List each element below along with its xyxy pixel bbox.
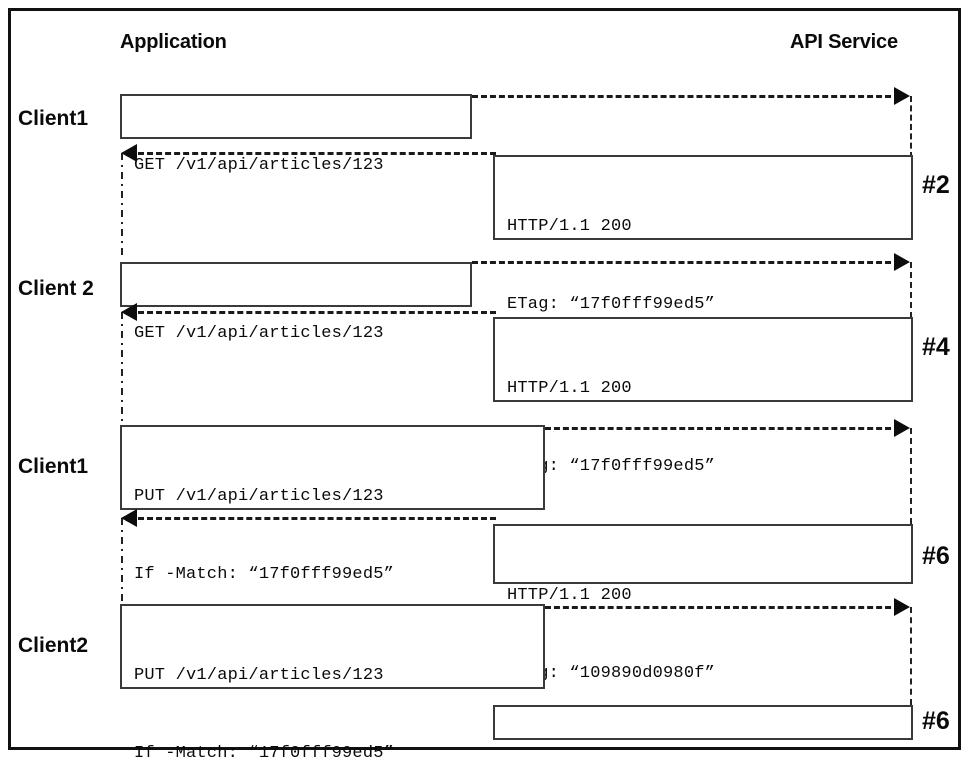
request-arrow-head-3 (894, 419, 910, 437)
lifeline-application-segment-1 (121, 153, 123, 260)
actor-label-client1-row1: Client1 (18, 107, 89, 130)
actor-label-client2-row2: Client 2 (18, 277, 94, 300)
lifeline-api-service-segment-4 (910, 607, 912, 705)
response-line: HTTP/1.1 200 (507, 217, 632, 236)
actor-label-client1-row3: Client1 (18, 455, 89, 478)
step-number-badge-2: #4 (922, 333, 950, 361)
step-number-badge-4: #6 (922, 707, 950, 735)
request-box-1: GET /v1/api/articles/123 (120, 94, 472, 175)
lifeline-api-service-segment-2 (910, 262, 912, 318)
response-arrow-line-2 (138, 311, 496, 314)
response-box-2: HTTP/1.1 200 ETag: “17f0fff99ed5” {“titl… (493, 317, 913, 554)
step-number-badge-1: #2 (922, 171, 950, 199)
response-line: ETag: “17f0fff99ed5” (507, 457, 716, 476)
request-line: PUT /v1/api/articles/123 (134, 666, 384, 685)
request-box-2: GET /v1/api/articles/123 (120, 262, 472, 343)
request-line: If -Match: “17f0fff99ed5” (134, 565, 395, 584)
request-line: PUT /v1/api/articles/123 (134, 487, 384, 506)
response-arrow-head-1 (121, 144, 137, 162)
response-arrow-line-3 (138, 517, 496, 520)
request-arrow-line-3 (545, 427, 900, 430)
response-line: HTTP/1.1 200 (507, 586, 632, 605)
request-arrow-line-1 (472, 95, 900, 98)
lifeline-api-service-segment-1 (910, 96, 912, 158)
request-box-3: PUT /v1/api/articles/123 If -Match: “17f… (120, 425, 545, 662)
request-arrow-head-2 (894, 253, 910, 271)
request-box-4: PUT /v1/api/articles/123 If -Match: “17f… (120, 604, 545, 763)
response-line: ETag: “17f0fff99ed5” (507, 295, 716, 314)
lifeline-application-segment-2 (121, 312, 123, 424)
response-box-3: HTTP/1.1 200 ETag: “109890d0980f” (493, 524, 913, 683)
response-arrow-head-3 (121, 509, 137, 527)
request-line: GET /v1/api/articles/123 (134, 156, 384, 175)
actor-label-client2-row4: Client2 (18, 634, 89, 657)
response-line: HTTP/1.1 200 (507, 379, 632, 398)
column-header-application: Application (120, 31, 227, 53)
request-line: GET /v1/api/articles/123 (134, 324, 384, 343)
response-arrow-head-2 (121, 303, 137, 321)
request-arrow-head-4 (894, 598, 910, 616)
step-number-badge-3: #6 (922, 542, 950, 570)
response-box-1: HTTP/1.1 200 ETag: “17f0fff99ed5” {“titl… (493, 155, 913, 392)
request-arrow-line-2 (472, 261, 900, 264)
response-arrow-line-1 (138, 152, 496, 155)
response-line: ETag: “109890d0980f” (507, 664, 716, 683)
column-header-api-service: API Service (790, 31, 898, 53)
diagram-frame (8, 8, 961, 750)
response-box-4: HTTP/1.1 412 (493, 705, 913, 740)
request-arrow-line-4 (545, 606, 900, 609)
request-arrow-head-1 (894, 87, 910, 105)
lifeline-api-service-segment-3 (910, 428, 912, 524)
lifeline-application-segment-3 (121, 518, 123, 601)
request-line: If -Match: “17f0fff99ed5” (134, 744, 395, 763)
